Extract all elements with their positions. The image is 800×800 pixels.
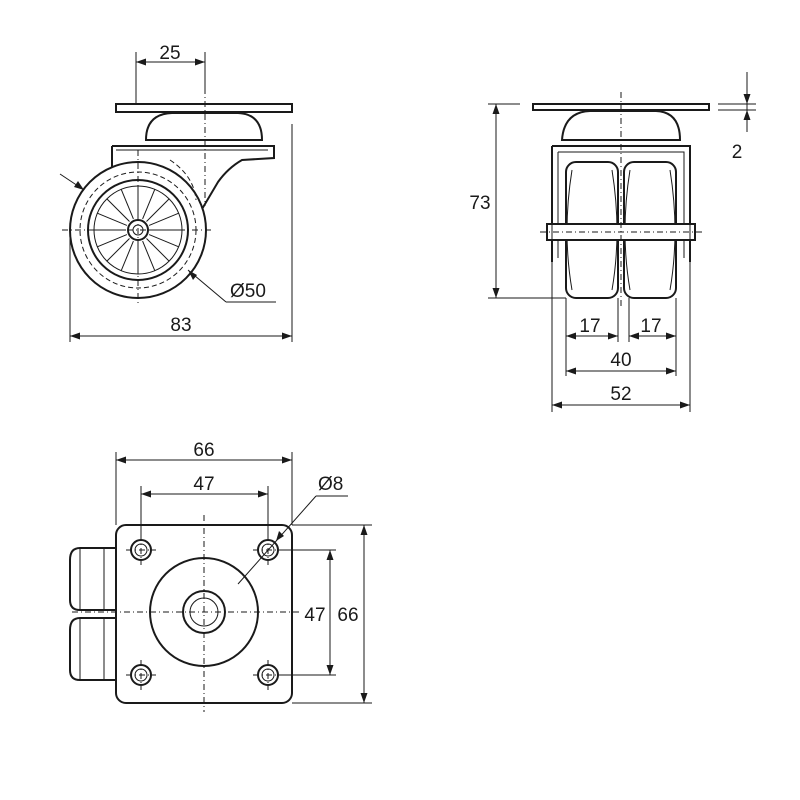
dim-plate-depth: 66 — [337, 605, 358, 626]
dim-hole-spacing-x: 47 — [193, 474, 214, 495]
wheel-spoke — [97, 234, 128, 248]
wheel-spoke — [142, 189, 156, 220]
wheel-spoke — [120, 189, 134, 220]
front-view: 73 2 17 17 40 52 — [469, 72, 756, 412]
dim-plate-offset: 25 — [159, 43, 180, 64]
side-view: 25 Ø50 83 — [59, 43, 293, 342]
wheel-spoke — [146, 198, 170, 222]
wheel-spoke — [148, 212, 179, 226]
wheel-spoke — [148, 234, 179, 248]
wheel-spoke — [120, 240, 134, 271]
side-top-plate — [115, 103, 293, 113]
dim-wheel-diameter: Ø50 — [230, 281, 266, 302]
dim-overall-height: 73 — [469, 193, 490, 214]
side-swivel-dome — [144, 112, 264, 141]
wheel-spoke — [97, 212, 128, 226]
dim-wheel-width-right: 17 — [640, 316, 661, 337]
dim-plate-thickness: 2 — [732, 142, 743, 163]
wheel-spoke — [146, 238, 170, 262]
dim-overall-width: 52 — [610, 384, 631, 405]
wheel-spoke — [142, 240, 156, 271]
dim-plate-width: 66 — [193, 440, 214, 461]
dim-hole-diameter: Ø8 — [318, 474, 343, 495]
top-wheel-stub-upper — [69, 547, 116, 611]
dim-hole-spacing-y: 47 — [304, 605, 325, 626]
wheel-spoke — [106, 238, 130, 262]
top-view: 66 47 Ø8 47 66 — [69, 440, 372, 712]
dim-wheel-width-left: 17 — [579, 316, 600, 337]
wheel-spoke — [106, 198, 130, 222]
dim-wheel-span: 40 — [610, 350, 631, 371]
front-swivel-dome — [560, 110, 682, 141]
dim-overall-length: 83 — [170, 315, 191, 336]
top-wheel-stub-lower — [69, 617, 116, 681]
